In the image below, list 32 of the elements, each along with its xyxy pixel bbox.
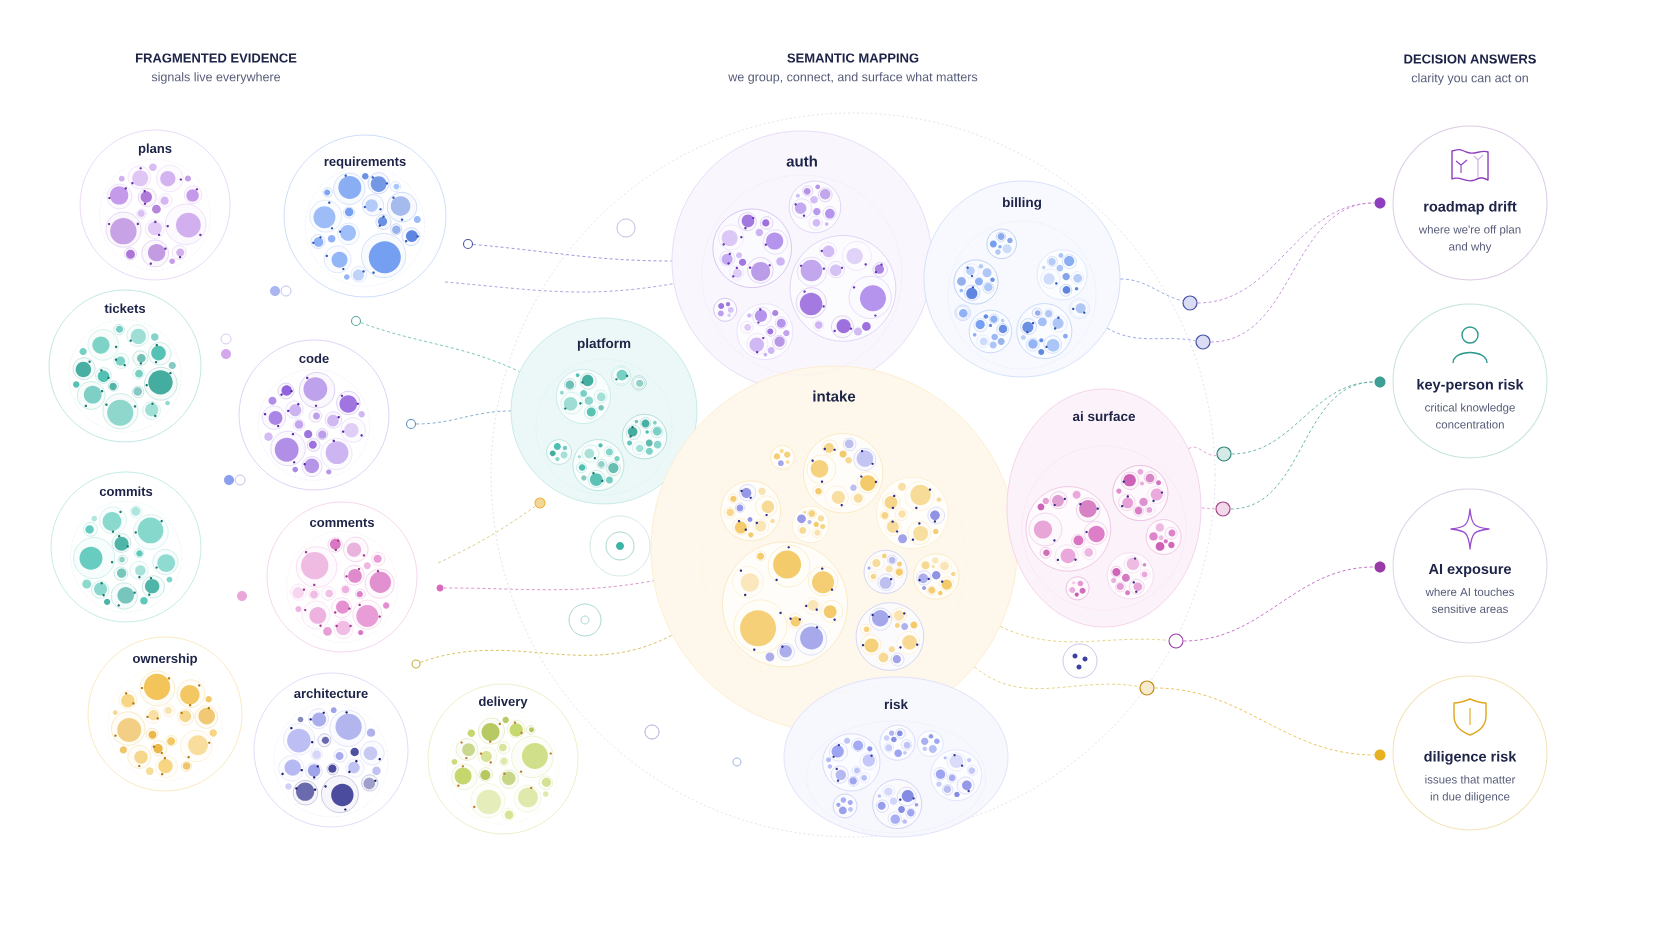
connector — [1230, 381, 1375, 510]
connector — [444, 281, 675, 293]
connector — [1119, 278, 1184, 302]
ring-marker — [1168, 633, 1184, 649]
ring-marker — [1139, 680, 1155, 696]
ring-marker — [1195, 334, 1211, 350]
ring-marker — [350, 315, 362, 327]
connector — [472, 243, 673, 262]
column-subtitle: signals live everywhere — [151, 72, 281, 84]
ring-marker — [411, 659, 421, 669]
column-heading: FRAGMENTED EVIDENCE — [136, 53, 297, 63]
column-heading: SEMANTIC MAPPING — [787, 53, 919, 63]
ring-marker — [1215, 501, 1231, 517]
connector — [419, 634, 673, 663]
connector — [974, 666, 1140, 690]
ring-marker — [462, 238, 474, 250]
connector — [1106, 327, 1196, 342]
connector — [415, 410, 512, 425]
ring-marker — [1216, 446, 1232, 462]
connector — [1188, 446, 1217, 456]
connector — [360, 322, 520, 372]
column-subtitle: clarity you can act on — [1411, 73, 1528, 85]
connector — [1154, 687, 1375, 756]
connector — [1210, 202, 1375, 343]
ring-marker — [405, 418, 417, 430]
column-heading: DECISION ANSWERS — [1404, 54, 1536, 64]
ring-marker — [1182, 295, 1198, 311]
connector — [1183, 566, 1375, 642]
connector — [1200, 507, 1216, 510]
connector — [437, 505, 536, 564]
connector — [443, 580, 654, 591]
column-subtitle: we group, connect, and surface what matters — [728, 72, 978, 84]
